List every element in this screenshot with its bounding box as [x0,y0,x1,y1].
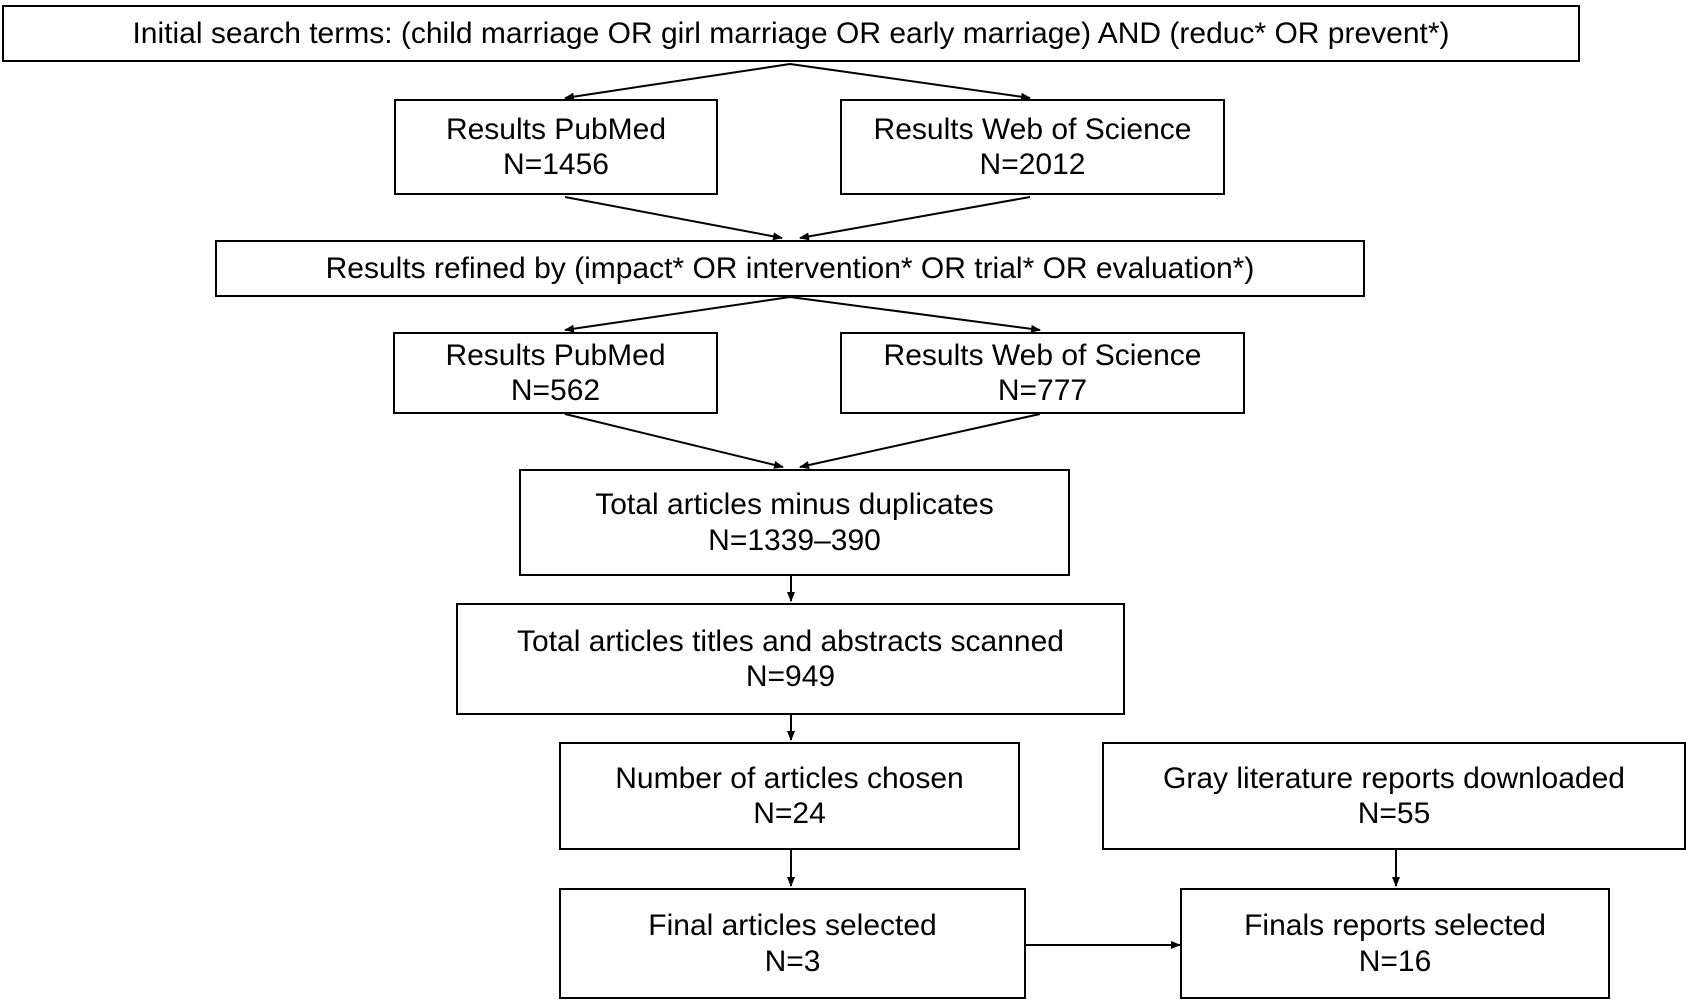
node-minus-duplicates-line1: Total articles minus duplicates [595,488,994,522]
node-wos-initial-line2: N=2012 [979,148,1086,181]
node-pubmed-initial[interactable]: Results PubMed N=1456 [394,99,718,195]
node-articles-chosen-line1: Number of articles chosen [615,761,964,795]
node-gray-literature-line2: N=55 [1357,797,1431,830]
node-pubmed-initial-line2: N=1456 [503,148,609,181]
node-wos-refined[interactable]: Results Web of Science N=777 [840,332,1245,414]
connector-wos-to-refined [799,196,1031,241]
node-titles-scanned-line2: N=949 [745,660,836,693]
node-wos-initial[interactable]: Results Web of Science N=2012 [840,99,1225,195]
connector-wos2-to-duplicates [799,413,1041,469]
connector-initial-to-wos [789,63,1031,101]
node-gray-literature[interactable]: Gray literature reports downloaded N=55 [1102,742,1686,850]
node-gray-literature-line1: Gray literature reports downloaded [1163,761,1625,795]
node-titles-scanned[interactable]: Total articles titles and abstracts scan… [456,603,1125,715]
node-refined-line1: Results refined by (impact* OR intervent… [325,251,1255,285]
node-wos-refined-line2: N=777 [997,374,1088,407]
connector-pubmed2-to-duplicates [564,413,784,469]
node-final-reports[interactable]: Finals reports selected N=16 [1180,888,1610,999]
node-final-articles-line1: Final articles selected [648,909,937,943]
node-final-articles-line2: N=3 [764,944,821,978]
node-initial-search[interactable]: Initial search terms: (child marriage OR… [2,5,1580,62]
node-initial-search-line1: Initial search terms: (child marriage OR… [132,16,1450,50]
node-pubmed-refined[interactable]: Results PubMed N=562 [393,332,718,414]
node-pubmed-refined-line1: Results PubMed [445,338,666,372]
connector-pubmed-to-refined [564,196,783,241]
node-final-reports-line2: N=16 [1358,944,1432,978]
connector-refined-to-pubmed2 [564,296,791,333]
node-final-articles[interactable]: Final articles selected N=3 [559,888,1026,999]
node-pubmed-initial-line1: Results PubMed [445,112,667,146]
node-titles-scanned-line1: Total articles titles and abstracts scan… [517,624,1064,658]
node-minus-duplicates[interactable]: Total articles minus duplicates N=1339–3… [519,469,1070,576]
connector-initial-to-pubmed [564,63,791,101]
node-articles-chosen-line2: N=24 [753,797,826,830]
node-pubmed-refined-line2: N=562 [510,374,601,407]
connector-refined-to-wos2 [789,296,1041,333]
node-articles-chosen[interactable]: Number of articles chosen N=24 [559,742,1020,850]
node-refined[interactable]: Results refined by (impact* OR intervent… [215,240,1365,297]
node-wos-initial-line1: Results Web of Science [873,112,1192,146]
node-wos-refined-line1: Results Web of Science [883,338,1202,372]
node-minus-duplicates-line2: N=1339–390 [708,523,881,557]
node-final-reports-line1: Finals reports selected [1244,909,1546,943]
